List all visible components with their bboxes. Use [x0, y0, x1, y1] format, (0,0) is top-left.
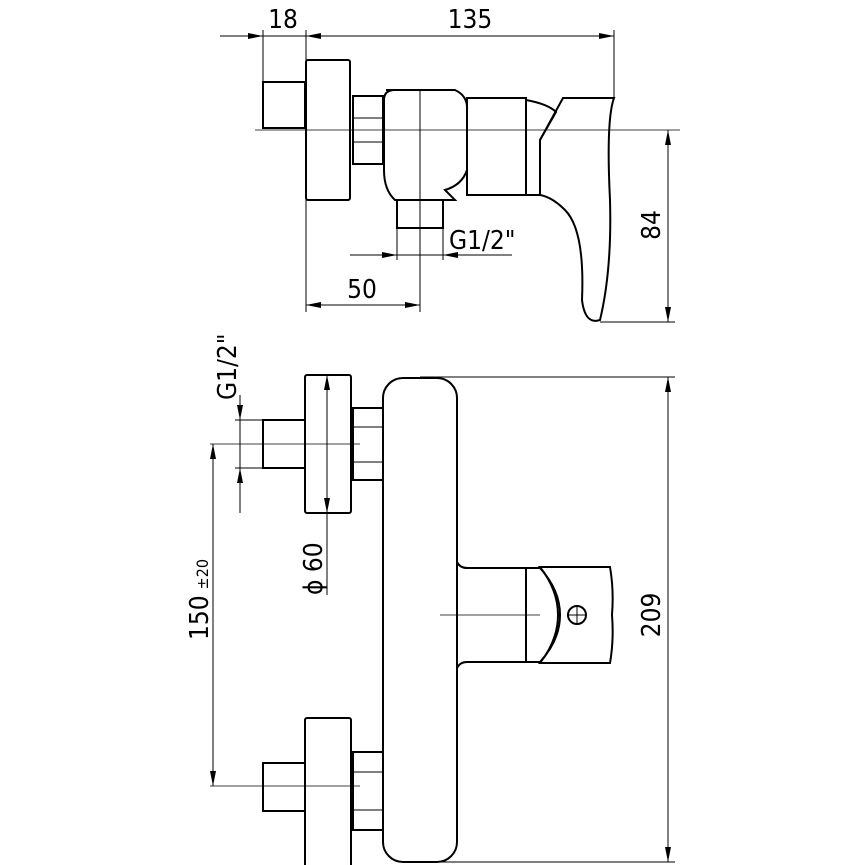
dim-flange-diameter-label: ϕ 60 [299, 542, 329, 595]
front-view: 209 150±20 G1/2" ϕ 60 [185, 333, 675, 865]
inlet-nipple [262, 81, 306, 129]
screw-icon [567, 605, 587, 625]
flange-bottom [304, 717, 352, 865]
dim-150-label: 150±20 [185, 559, 215, 640]
dim-209-label: 209 [637, 593, 667, 638]
dim-outlet-thread-label: G1/2" [449, 226, 516, 256]
dim-inlet-thread-label: G1/2" [213, 333, 243, 400]
barrel [466, 97, 527, 196]
handle-lever [537, 566, 614, 664]
dim-135-label: 135 [448, 5, 493, 35]
lever-handle [539, 97, 616, 322]
side-view: 18 135 G1/2" 50 84 [220, 5, 680, 323]
valve-body [383, 89, 469, 201]
dim-84-label: 84 [637, 210, 667, 240]
nut-bottom [352, 751, 384, 831]
nipple-bottom [262, 762, 306, 812]
dim-50-label: 50 [347, 275, 377, 305]
dim-18-label: 18 [268, 5, 298, 35]
mixer-body [382, 377, 458, 863]
